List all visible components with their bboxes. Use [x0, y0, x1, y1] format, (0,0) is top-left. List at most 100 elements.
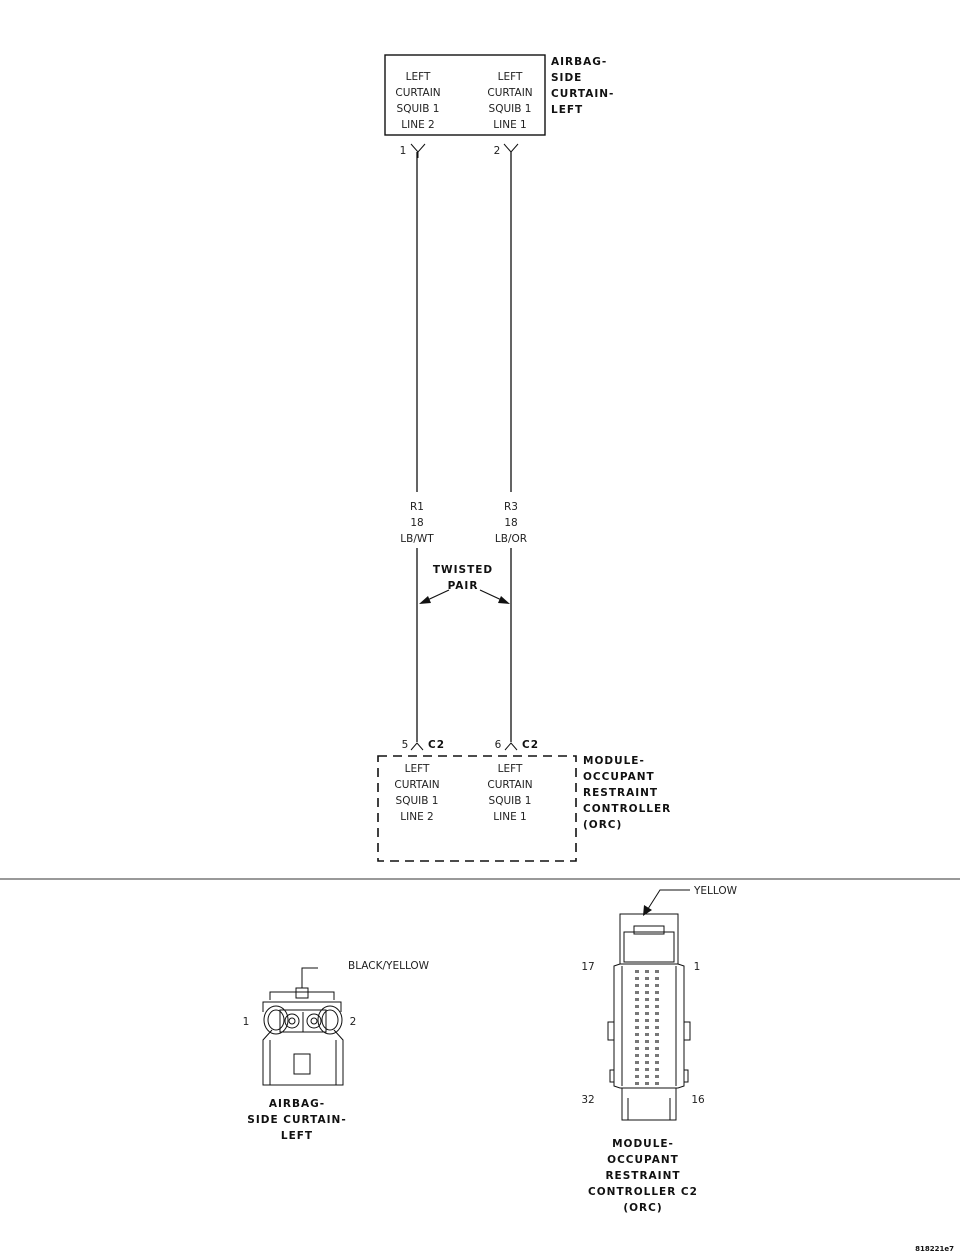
airbag-face-pin-2: 2: [350, 1016, 357, 1028]
pin-cavity: [635, 1040, 639, 1043]
svg-text:RESTRAINT: RESTRAINT: [605, 1170, 680, 1182]
pin-cavity: [645, 1047, 649, 1050]
pin-cavity: [645, 970, 649, 973]
wire-r3-label: R3 18 LB/OR: [495, 501, 527, 545]
pin-cavity: [635, 970, 639, 973]
orc-module-box: [377, 755, 577, 862]
svg-text:CURTAIN: CURTAIN: [395, 87, 440, 99]
svg-text:MODULE-: MODULE-: [583, 755, 645, 767]
svg-text:SIDE: SIDE: [551, 72, 582, 84]
pin-cavity: [655, 1068, 659, 1071]
svg-text:TWISTED: TWISTED: [433, 564, 493, 576]
svg-text:18: 18: [410, 517, 423, 529]
pin-cavity: [645, 1075, 649, 1078]
pin-cavity: [645, 977, 649, 980]
orc-connector-pin-grid: [635, 970, 659, 1085]
pin-cavity: [635, 991, 639, 994]
svg-text:CONTROLLER: CONTROLLER: [583, 803, 671, 815]
svg-text:CONTROLLER C2: CONTROLLER C2: [588, 1186, 698, 1198]
airbag-pin-number-1: 1: [400, 145, 407, 157]
orc-pin-number-6: 6: [495, 739, 502, 751]
pin-terminal-icon: [504, 742, 518, 751]
pin-cavity: [655, 1012, 659, 1015]
airbag-face-pin-1: 1: [243, 1016, 250, 1028]
pin-cavity: [655, 970, 659, 973]
airbag-component-title: AIRBAG- SIDE CURTAIN- LEFT: [551, 56, 614, 116]
svg-text:OCCUPANT: OCCUPANT: [607, 1154, 679, 1166]
pin-cavity: [655, 1054, 659, 1057]
pin-cavity: [655, 1040, 659, 1043]
pin-cavity: [635, 1019, 639, 1022]
pin-cavity: [655, 1005, 659, 1008]
pin-cavity: [645, 1054, 649, 1057]
svg-text:CURTAIN-: CURTAIN-: [551, 88, 614, 100]
svg-text:SIDE CURTAIN-: SIDE CURTAIN-: [247, 1114, 346, 1126]
pin-cavity: [655, 984, 659, 987]
svg-text:LEFT: LEFT: [405, 763, 430, 775]
svg-text:LEFT: LEFT: [498, 71, 523, 83]
orc-connector-caption: MODULE- OCCUPANT RESTRAINT CONTROLLER C2…: [588, 1138, 698, 1214]
pin-cavity: [635, 977, 639, 980]
orc-connector-face-view: [607, 889, 691, 1121]
pin-cavity: [645, 991, 649, 994]
svg-text:LEFT: LEFT: [498, 763, 523, 775]
pin-cavity: [635, 1026, 639, 1029]
pin-cavity: [635, 1082, 639, 1085]
svg-text:R1: R1: [410, 501, 424, 513]
orc-face-pin-32: 32: [581, 1094, 594, 1106]
pin-cavity: [645, 1061, 649, 1064]
airbag-connector-color: BLACK/YELLOW: [348, 960, 430, 972]
svg-text:SQUIB 1: SQUIB 1: [397, 103, 440, 115]
svg-text:CURTAIN: CURTAIN: [487, 87, 532, 99]
pin-cavity: [645, 1012, 649, 1015]
wire-r1-label: R1 18 LB/WT: [400, 501, 434, 545]
pin-terminal-icon: [410, 143, 426, 158]
orc-connector-c2-a: C2: [428, 739, 445, 751]
svg-text:LEFT: LEFT: [551, 104, 583, 116]
orc-pin-a-label: LEFT CURTAIN SQUIB 1 LINE 2: [394, 763, 439, 823]
orc-component-title: MODULE- OCCUPANT RESTRAINT CONTROLLER (O…: [583, 755, 671, 831]
pin-cavity: [645, 1005, 649, 1008]
orc-pin-number-5: 5: [402, 739, 409, 751]
pin-cavity: [655, 991, 659, 994]
svg-text:PAIR: PAIR: [448, 580, 479, 592]
pin-cavity: [645, 998, 649, 1001]
pin-cavity: [645, 1068, 649, 1071]
orc-face-pin-1: 1: [694, 961, 701, 973]
airbag-pin-a-label: LEFT CURTAIN SQUIB 1 LINE 2: [395, 71, 440, 131]
pin-cavity: [645, 1033, 649, 1036]
svg-text:SQUIB 1: SQUIB 1: [489, 795, 532, 807]
svg-text:R3: R3: [504, 501, 518, 513]
arrowhead-icon: [498, 596, 510, 604]
pin-cavity: [655, 1026, 659, 1029]
pin-cavity: [655, 1047, 659, 1050]
pin-cavity: [655, 998, 659, 1001]
pin-cavity: [635, 1047, 639, 1050]
svg-text:LINE 1: LINE 1: [493, 811, 526, 823]
svg-text:(ORC): (ORC): [623, 1202, 662, 1214]
orc-pin-b-label: LEFT CURTAIN SQUIB 1 LINE 1: [487, 763, 532, 823]
pin-cavity: [645, 1026, 649, 1029]
pin-cavity: [655, 1033, 659, 1036]
svg-text:CURTAIN: CURTAIN: [394, 779, 439, 791]
orc-face-pin-17: 17: [581, 961, 594, 973]
svg-text:SQUIB 1: SQUIB 1: [396, 795, 439, 807]
pin-cavity: [655, 1075, 659, 1078]
pin-cavity: [655, 977, 659, 980]
pin-cavity: [635, 1005, 639, 1008]
orc-connector-c2-b: C2: [522, 739, 539, 751]
svg-text:LEFT: LEFT: [281, 1130, 313, 1142]
pin-cavity: [655, 1082, 659, 1085]
orc-face-pin-16: 16: [691, 1094, 705, 1106]
svg-text:AIRBAG-: AIRBAG-: [269, 1098, 325, 1110]
svg-text:18: 18: [504, 517, 517, 529]
pin-cavity: [655, 1061, 659, 1064]
svg-text:OCCUPANT: OCCUPANT: [583, 771, 655, 783]
pin-cavity: [635, 1033, 639, 1036]
pin-cavity: [645, 1019, 649, 1022]
pin-cavity: [645, 1082, 649, 1085]
pin-cavity: [655, 1019, 659, 1022]
svg-text:LB/WT: LB/WT: [400, 533, 434, 545]
pin-cavity: [635, 984, 639, 987]
